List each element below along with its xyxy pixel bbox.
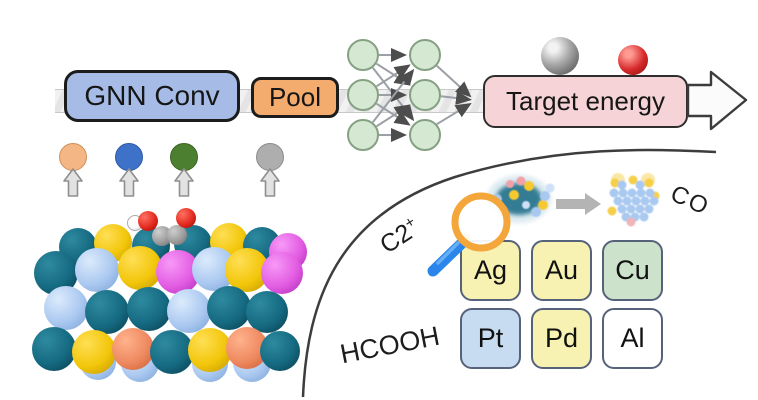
red-atom <box>176 208 196 228</box>
gray-node <box>256 143 284 171</box>
element-tile-Pt: Pt <box>460 308 521 369</box>
teal-atom <box>207 286 251 330</box>
teal-atom <box>260 331 300 371</box>
yellow-atom <box>188 328 232 372</box>
lightblue-atom <box>44 286 88 330</box>
orange-atom <box>112 328 154 370</box>
teal-atom <box>32 327 76 371</box>
element-tile-Au: Au <box>531 240 592 301</box>
teal-atom <box>246 291 288 333</box>
co-molecule-cluster-icon <box>607 173 660 227</box>
input-arrow-icons <box>63 168 280 197</box>
yellow-atom <box>118 246 162 290</box>
element-tile-Ag: Ag <box>460 240 521 301</box>
teal-atom <box>85 290 129 334</box>
teal-atom <box>127 287 171 331</box>
orange-node <box>59 143 87 171</box>
c2-molecule-cluster-icon <box>487 175 555 223</box>
element-tile-Cu: Cu <box>602 240 663 301</box>
element-tile-Al: Al <box>602 308 663 369</box>
label-co: CO <box>666 180 714 222</box>
lightblue-atom <box>167 289 211 333</box>
yellow-atom <box>72 330 116 374</box>
conversion-arrow-icon <box>556 193 601 215</box>
green-node <box>170 143 198 171</box>
gnn-conv-label: GNN Conv <box>84 80 220 111</box>
magenta-atom <box>261 252 303 294</box>
pool-label: Pool <box>268 82 322 112</box>
element-tile-Pd: Pd <box>531 308 592 369</box>
red-atom-sphere <box>618 45 648 75</box>
label-hcooh: HCOOH <box>337 320 443 370</box>
gnn-conv-box: GNN Conv <box>64 70 240 122</box>
gray-atom <box>167 225 187 245</box>
blue-node <box>115 143 143 171</box>
teal-atom <box>150 330 194 374</box>
red-atom <box>138 211 158 231</box>
gray-atom-sphere <box>541 37 579 75</box>
target-energy-box: Target energy <box>483 75 688 128</box>
lightblue-atom <box>75 248 119 292</box>
pool-box: Pool <box>251 77 339 118</box>
label-c2plus: C2+ <box>374 213 419 260</box>
target-energy-label: Target energy <box>506 86 665 116</box>
